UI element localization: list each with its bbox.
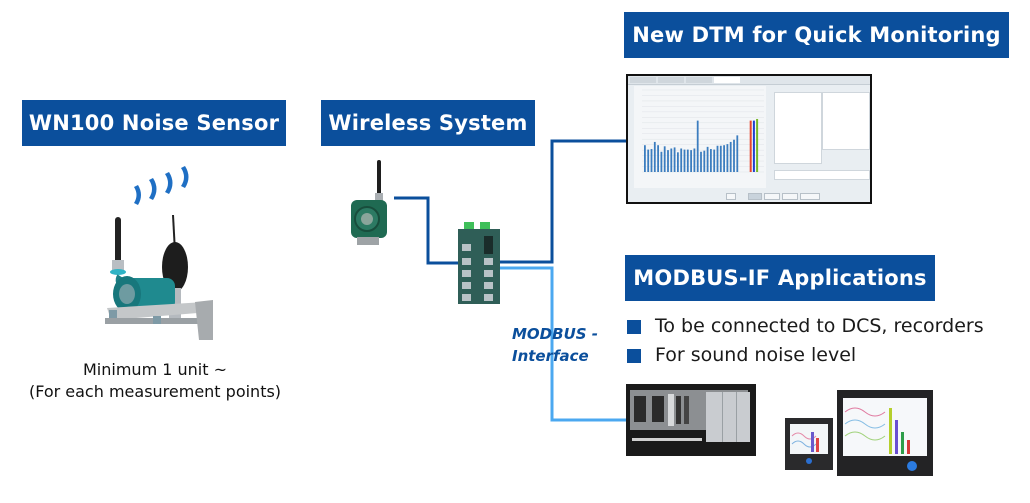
dtm-tab xyxy=(658,77,684,83)
dtm-pause-button xyxy=(764,193,780,200)
dtm-tab xyxy=(630,77,656,83)
bullet-square-icon xyxy=(627,319,641,334)
sensor-caption: Minimum 1 unit ~ (For each measurement p… xyxy=(0,359,310,403)
dtm-chart-bar xyxy=(680,148,683,172)
dtm-chart-bar xyxy=(713,149,716,172)
noise-sensor-graphic xyxy=(105,166,213,340)
sensor-caption-line2: (For each measurement points) xyxy=(28,382,282,401)
dtm-chart-bar xyxy=(726,144,729,172)
bullet-square-icon xyxy=(627,348,641,363)
dtm-chart-bar xyxy=(693,148,696,172)
dtm-chart-bar xyxy=(653,141,656,172)
dcs-graphic xyxy=(626,384,756,456)
line-gateway-to-dtm xyxy=(500,139,626,264)
dtm-start-button xyxy=(748,193,762,200)
dtm-chart-bar xyxy=(686,149,689,172)
dtm-octave-band-chart xyxy=(634,86,766,188)
noise-sensor-image xyxy=(95,160,235,340)
dtm-screenshot xyxy=(626,74,872,204)
dtm-chart-bar xyxy=(700,151,702,172)
dtm-tab-bar xyxy=(628,76,870,85)
dtm-chart-bar xyxy=(703,150,706,172)
dtm-chart-bar xyxy=(670,148,673,172)
dtm-chart-bar xyxy=(673,147,676,172)
dtm-chart-bar xyxy=(663,146,666,172)
dtm-summary-bar xyxy=(752,120,755,172)
dtm-tab-active xyxy=(714,77,740,83)
dcs-controller-image xyxy=(626,384,756,456)
sensor-title: WN100 Noise Sensor xyxy=(22,100,286,146)
recorders-graphic xyxy=(785,390,933,476)
dtm-chart-svg xyxy=(642,89,764,173)
wireless-signal-icon xyxy=(134,166,189,205)
modbus-interface-line2: Interface xyxy=(512,347,589,365)
dtm-refresh-button xyxy=(782,193,798,200)
wireless-title: Wireless System xyxy=(321,100,535,146)
bullet-text: For sound noise level xyxy=(655,344,857,366)
dtm-chart-bar xyxy=(706,146,709,172)
dtm-chart-bar xyxy=(733,139,735,172)
dtm-summary-bar xyxy=(756,118,759,172)
dtm-chart-bar xyxy=(710,149,712,172)
dtm-chart-bar xyxy=(696,120,699,172)
dtm-chart-bar xyxy=(657,145,659,172)
dtm-sound-level-table xyxy=(774,170,870,180)
line-gateway-to-modbus xyxy=(500,266,627,422)
dtm-tab xyxy=(686,77,712,83)
dtm-chart-bar xyxy=(690,150,692,172)
modbus-title: MODBUS-IF Applications xyxy=(625,255,935,301)
bullet-item: To be connected to DCS, recorders xyxy=(627,312,984,341)
line-transmitter-to-gateway xyxy=(394,196,458,265)
modbus-interface-label: MODBUS - Interface xyxy=(512,323,598,367)
gateway-graphic xyxy=(458,222,500,304)
dtm-chart-bar xyxy=(719,145,722,172)
dtm-octave-table-right xyxy=(822,92,870,150)
modbus-bullet-list: To be connected to DCS, recorders For so… xyxy=(627,312,984,370)
dtm-chart-bar xyxy=(683,149,686,172)
dtm-refresh-select xyxy=(726,193,736,200)
bullet-text: To be connected to DCS, recorders xyxy=(655,315,984,337)
dtm-chart-bar xyxy=(729,141,732,172)
dtm-title: New DTM for Quick Monitoring xyxy=(624,12,1009,58)
dtm-chart-bar xyxy=(667,150,669,172)
dtm-chart-bar xyxy=(650,149,653,172)
bullet-item: For sound noise level xyxy=(627,341,984,370)
dtm-chart-bar xyxy=(660,151,663,172)
wireless-transmitter-image xyxy=(343,155,395,250)
modbus-interface-line1: MODBUS - xyxy=(512,325,598,343)
dtm-save-button xyxy=(800,193,820,200)
dtm-chart-bar xyxy=(644,145,646,172)
sensor-caption-line1: Minimum 1 unit ~ xyxy=(83,360,227,379)
dtm-chart-bar xyxy=(677,152,679,172)
dtm-chart-bar xyxy=(723,145,725,172)
dtm-chart-bar xyxy=(716,145,719,172)
dtm-chart-bar xyxy=(736,135,739,172)
recorders-image xyxy=(785,380,933,476)
dtm-octave-table-left xyxy=(774,92,822,164)
dtm-summary-bar xyxy=(749,120,752,172)
transmitter-graphic xyxy=(351,160,387,245)
dtm-chart-bar xyxy=(647,149,650,172)
wireless-gateway-image xyxy=(456,222,502,304)
